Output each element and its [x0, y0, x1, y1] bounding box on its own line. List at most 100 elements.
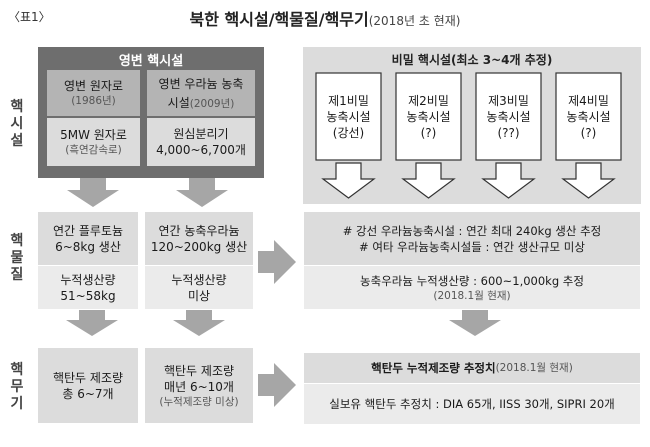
weapons-left-box — [38, 348, 138, 423]
secret-site-line2: 농축시설 — [406, 109, 451, 124]
yongbyon-title: 영변 핵시설 — [118, 53, 184, 69]
row-label-char: 기 — [10, 396, 24, 412]
row-label-char: 핵 — [10, 99, 24, 115]
title-subtitle: (2018년 초 현재) — [368, 14, 461, 28]
arrow-down-4 — [173, 310, 225, 336]
uranium-line1: 연간 농축우라늄 — [158, 223, 240, 238]
secret-site-1: 제1비밀 농축시설 (강선) — [316, 73, 381, 160]
plutonium-line1: 연간 플루토늄 — [52, 223, 124, 238]
secret-arrow-1 — [321, 162, 376, 199]
row-label-char: 무 — [10, 379, 24, 395]
weapons-holdings: 실보유 핵탄두 추정치 : DIA 65개, IISS 30개, SIPRI 2… — [304, 384, 640, 424]
secret-site-line1: 제1비밀 — [328, 93, 369, 108]
arrow-down-1 — [67, 178, 119, 207]
row-label-char: 질 — [10, 267, 24, 283]
material-note-2: # 여타 우라늄농축시설들 : 연간 생산규모 미상 — [359, 239, 585, 254]
reactor-5mw-type: (흑연감속로) — [65, 144, 122, 156]
centrifuge-label: 원심분리기 4,000~6,700개 — [147, 118, 255, 166]
secret-site-line1: 제4비밀 — [568, 93, 609, 108]
secret-site-line2: 농축시설 — [486, 109, 531, 124]
title-main: 북한 핵시설/핵물질/핵무기 — [189, 10, 369, 29]
arrow-right-material — [258, 240, 296, 284]
weapons-mid-line3: (누적제조량 미상) — [159, 395, 239, 408]
arrow-down-3 — [66, 310, 118, 336]
secret-arrow-2 — [401, 162, 456, 199]
enrichment-year: (2009년) — [189, 97, 235, 110]
reactor-5mw-box — [47, 118, 140, 166]
enrichment-box — [147, 70, 255, 116]
centrifuge-box — [147, 118, 255, 166]
enrichment-name-line1: 영변 우라늄 농축 — [158, 76, 244, 91]
cumulative-date: (2018.1월 현재) — [433, 289, 511, 302]
secret-arrow-3 — [481, 162, 536, 199]
weapons-left-line2: 총 6~7개 — [62, 386, 114, 401]
reactor-label: 영변 원자로 (1986년) — [47, 70, 140, 116]
reactor-box — [47, 70, 140, 116]
plutonium-line2: 6~8kg 생산 — [55, 239, 121, 254]
material-note-box — [304, 212, 640, 265]
secret-site-box-1 — [315, 72, 382, 161]
secret-site-4: 제4비밀 농축시설 (?) — [556, 73, 621, 160]
cumulative-label: 농축우라늄 누적생산량 : 600~1,000kg 추정 (2018.1월 현재… — [304, 266, 640, 309]
uranium-line2: 120~200kg 생산 — [150, 239, 248, 254]
arrow-down-2 — [176, 178, 228, 207]
secret-site-box-2 — [395, 72, 462, 161]
secret-site-line2: 농축시설 — [326, 109, 371, 124]
row-label-weapons: 핵 무 기 — [8, 362, 26, 413]
plutonium-total-line1: 누적생산량 — [60, 272, 116, 287]
row-label-char: 핵 — [10, 233, 24, 249]
weapons-right-title-text: 핵탄두 누적제조량 추정치 — [371, 361, 496, 375]
secret-site-line3: (?) — [420, 125, 437, 140]
weapons-mid-box — [145, 348, 253, 423]
cumulative-box — [304, 266, 640, 309]
weapons-holdings-text: 실보유 핵탄두 추정치 : DIA 65개, IISS 30개, SIPRI 2… — [329, 397, 615, 411]
uranium-total-line1: 누적생산량 — [171, 272, 227, 287]
weapons-left-label: 핵탄두 제조량 총 6~7개 — [38, 348, 138, 423]
centrifuge-count: 4,000~6,700개 — [156, 143, 246, 157]
plutonium-label: 연간 플루토늄 6~8kg 생산 — [38, 212, 138, 265]
uranium-label: 연간 농축우라늄 120~200kg 생산 — [145, 212, 253, 265]
reactor-5mw-label: 5MW 원자로 (흑연감속로) — [47, 118, 140, 166]
weapons-mid-line1: 핵탄두 제조량 — [163, 363, 235, 378]
page-title: 북한 핵시설/핵물질/핵무기(2018년 초 현재) — [0, 6, 650, 30]
row-label-char: 핵 — [10, 362, 24, 378]
row-label-facilities: 핵 시 설 — [8, 99, 26, 150]
row-label-char: 설 — [10, 133, 24, 149]
secret-site-box-4 — [555, 72, 622, 161]
weapons-left-line1: 핵탄두 제조량 — [52, 370, 124, 385]
weapons-mid-label: 핵탄두 제조량 매년 6~10개 (누적제조량 미상) — [145, 348, 253, 423]
reactor-5mw-name: 5MW 원자로 — [60, 128, 127, 142]
secret-site-line3: (??) — [497, 125, 520, 140]
figure-tag: 〈표1〉 — [8, 10, 51, 24]
arrow-right-weapons — [258, 363, 296, 407]
reactor-year: (1986년) — [71, 95, 116, 107]
row-label-material: 핵 물 질 — [8, 233, 26, 284]
secret-site-box-3 — [475, 72, 542, 161]
uranium-total-line2: 미상 — [187, 288, 211, 303]
weapons-right-top-box — [304, 353, 640, 383]
secret-site-line2: 농축시설 — [566, 109, 611, 124]
weapons-right-bottom-box — [304, 384, 640, 424]
secret-site-3: 제3비밀 농축시설 (??) — [476, 73, 541, 160]
weapons-right-date: (2018.1월 현재) — [495, 362, 573, 374]
secret-site-line1: 제2비밀 — [408, 93, 449, 108]
enrichment-label: 영변 우라늄 농축 시설(2009년) — [147, 70, 255, 116]
arrow-down-5 — [449, 310, 501, 336]
plutonium-total-box — [38, 266, 138, 309]
centrifuge-name: 원심분리기 — [173, 127, 229, 141]
secret-title: 비밀 핵시설(최소 3~4개 추정) — [391, 52, 553, 67]
plutonium-total-line2: 51~58kg — [60, 288, 116, 303]
plutonium-box — [38, 212, 138, 265]
secret-site-line3: (?) — [580, 125, 597, 140]
weapons-right-title: 핵탄두 누적제조량 추정치(2018.1월 현재) — [304, 353, 640, 383]
uranium-total-box — [145, 266, 253, 309]
secret-site-2: 제2비밀 농축시설 (?) — [396, 73, 461, 160]
material-notes: # 강선 우라늄농축시설 : 연간 최대 240kg 생산 추정 # 여타 우라… — [304, 212, 640, 265]
reactor-name: 영변 원자로 — [63, 79, 123, 93]
cumulative-text: 농축우라늄 누적생산량 : 600~1,000kg 추정 — [360, 273, 584, 288]
enrichment-name-line2: 시설 — [167, 95, 190, 110]
plutonium-total-label: 누적생산량 51~58kg — [38, 266, 138, 309]
uranium-box — [145, 212, 253, 265]
row-label-char: 물 — [10, 250, 24, 266]
material-note-1: # 강선 우라늄농축시설 : 연간 최대 240kg 생산 추정 — [342, 223, 602, 238]
